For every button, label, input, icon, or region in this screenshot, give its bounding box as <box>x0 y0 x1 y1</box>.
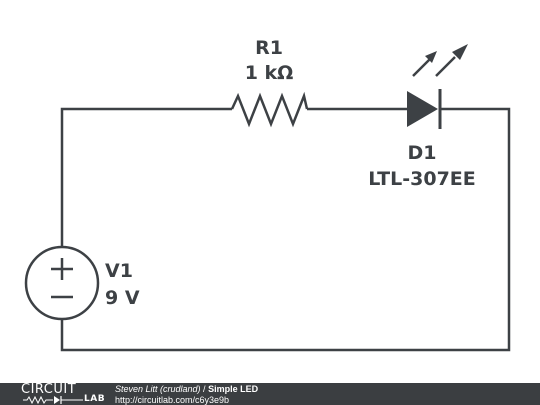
resistor-ref-label: R1 <box>255 37 283 59</box>
credit-line: Steven Litt (crudland) / Simple LED <box>115 384 258 394</box>
source-ref-label: V1 <box>105 260 133 282</box>
resistor-diode-icon <box>23 395 83 405</box>
circuitlab-logo[interactable]: CIRCUIT LAB <box>21 382 105 405</box>
logo-wordmark-top: CIRCUIT <box>21 382 77 397</box>
circuit-title[interactable]: Simple LED <box>208 384 259 394</box>
author-name[interactable]: Steven Litt (crudland) <box>115 384 201 394</box>
source-value-label: 9 V <box>105 287 140 309</box>
circuit-schematic: R1 1 kΩ D1 LTL-307EE V1 9 V <box>24 37 511 352</box>
wires <box>60 107 511 352</box>
circuit-url-link[interactable]: http://circuitlab.com/c6y3e9b <box>115 395 230 405</box>
wire-right <box>60 107 511 352</box>
led-value-label: LTL-307EE <box>368 168 476 190</box>
led-d1: D1 LTL-307EE <box>368 44 476 190</box>
resistor-r1: R1 1 kΩ <box>230 37 309 128</box>
footer-bar: CIRCUIT LAB Steven Litt (crudland) / Sim… <box>0 383 540 405</box>
wire-top-left <box>60 107 232 247</box>
resistor-value-label: 1 kΩ <box>245 62 294 84</box>
credit-separator: / <box>200 384 209 394</box>
voltage-source-v1: V1 9 V <box>24 245 140 321</box>
source-circle <box>24 245 100 321</box>
logo-wordmark-bottom: LAB <box>84 394 106 404</box>
resistor-zigzag <box>230 91 309 128</box>
light-emission-arrows-icon <box>412 44 468 77</box>
led-ref-label: D1 <box>408 142 437 164</box>
led-triangle <box>407 91 438 127</box>
